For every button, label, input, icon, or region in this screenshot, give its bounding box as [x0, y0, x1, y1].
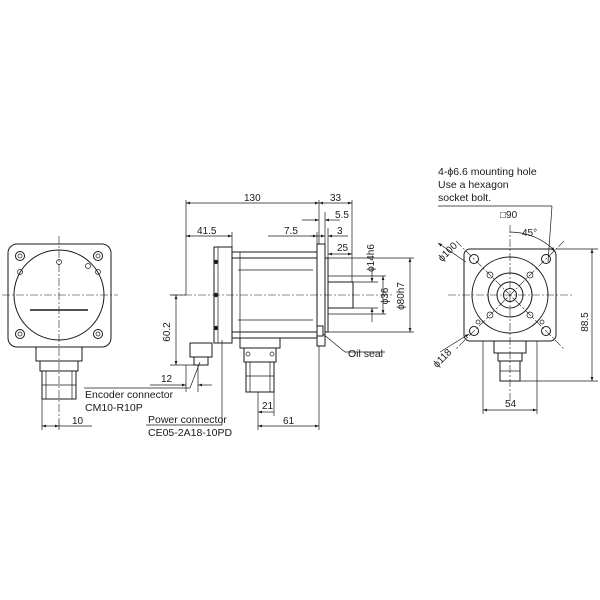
- encoder-connector-model: CM10-R10P: [85, 402, 143, 414]
- mounting-hole-note-3: socket bolt.: [438, 192, 491, 204]
- dim-45deg: 45°: [522, 228, 537, 239]
- dim-phi36: ϕ36: [380, 287, 391, 304]
- dim-33: 33: [330, 193, 342, 204]
- dim-61: 61: [283, 416, 295, 427]
- dim-phi100: ϕ100: [436, 240, 460, 264]
- dim-25: 25: [337, 243, 349, 254]
- encoder-connector-body: [189, 342, 213, 366]
- rear-view: 10: [2, 236, 118, 430]
- dim-41-5: 41.5: [197, 226, 217, 237]
- side-view: 130 33 5.5 41.5 7.5 3 25 ϕ14h6 ϕ36: [84, 193, 414, 430]
- rear-connector: [35, 346, 83, 400]
- dim-phi80h7: ϕ80h7: [396, 282, 407, 310]
- dim-square90: □90: [500, 210, 518, 221]
- mounting-hole-note-1: 4-ϕ6.6 mounting hole: [438, 166, 537, 178]
- power-connector-body: [239, 337, 281, 393]
- front-view: 4-ϕ6.6 mounting hole Use a hexagon socke…: [431, 166, 598, 414]
- rear-bolt-holes: [15, 251, 103, 339]
- dim-21: 21: [262, 401, 274, 412]
- oil-seal-label: Oil seal: [348, 348, 383, 360]
- dim-60-2: 60.2: [162, 322, 173, 342]
- front-mounting-holes: [469, 254, 551, 336]
- dim-phi118: ϕ118: [431, 347, 454, 370]
- dim-130: 130: [244, 193, 261, 204]
- dim-7-5: 7.5: [284, 226, 298, 237]
- mounting-hole-note-2: Use a hexagon: [438, 179, 509, 191]
- dim-5-5: 5.5: [335, 210, 349, 221]
- dim-10: 10: [72, 416, 84, 427]
- dim-88-5: 88.5: [580, 312, 591, 332]
- dim-54: 54: [505, 399, 517, 410]
- dim-3: 3: [337, 226, 343, 237]
- dim-12: 12: [161, 374, 173, 385]
- front-connector: [493, 340, 527, 382]
- power-connector-model: CE05-2A18-10PD: [148, 427, 232, 439]
- encoder-connector-label: Encoder connector: [85, 389, 174, 401]
- power-connector-label: Power connector: [148, 414, 227, 426]
